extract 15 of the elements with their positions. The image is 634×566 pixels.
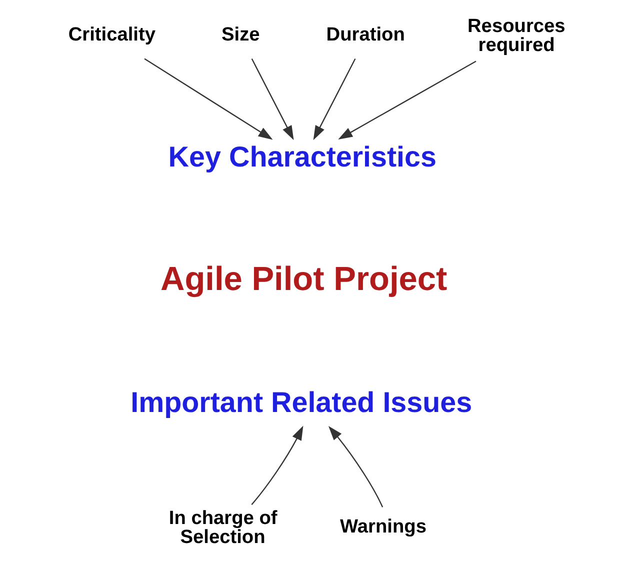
- node-text: In charge of Selection: [168, 508, 278, 548]
- node-text: Duration: [326, 24, 405, 46]
- node-text: Criticality: [68, 24, 156, 46]
- arrow: [313, 58, 356, 140]
- arrow: [251, 58, 294, 140]
- node-text: Warnings: [340, 516, 426, 538]
- node-text: Important Related Issues: [130, 386, 472, 419]
- node-text: Resources required: [468, 16, 566, 56]
- arrow: [338, 60, 476, 140]
- label: Agile Pilot Project: [160, 261, 448, 298]
- arrow: [328, 426, 384, 508]
- node-text: Size: [222, 24, 260, 46]
- arrow: [251, 426, 304, 506]
- node-text: Key Characteristics: [168, 142, 436, 174]
- arrow: [144, 58, 273, 140]
